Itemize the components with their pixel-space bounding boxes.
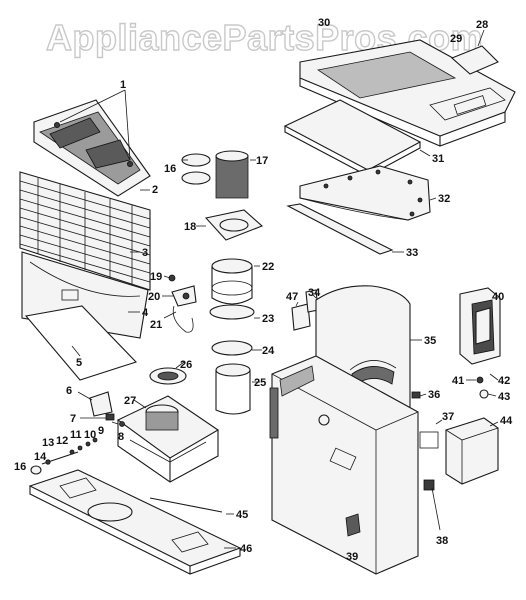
callout-7: 7 bbox=[70, 413, 76, 425]
callout-41: 41 bbox=[452, 375, 464, 387]
part-36-38-housing bbox=[269, 355, 443, 575]
callout-27: 27 bbox=[124, 395, 136, 407]
callout-40: 40 bbox=[492, 291, 504, 303]
part-40-43-gauge bbox=[459, 287, 501, 399]
callout-39: 39 bbox=[346, 551, 358, 563]
callout-31: 31 bbox=[432, 153, 444, 165]
callout-43: 43 bbox=[498, 391, 510, 403]
callout-6: 6 bbox=[66, 385, 72, 397]
part-26-ring bbox=[149, 361, 187, 385]
callout-45: 45 bbox=[236, 509, 248, 521]
callout-8: 8 bbox=[118, 431, 124, 443]
part-27-tank bbox=[116, 395, 220, 483]
part-16-17-burner bbox=[181, 150, 256, 199]
callout-21: 21 bbox=[150, 319, 162, 331]
callout-36: 36 bbox=[428, 389, 440, 401]
callout-4: 4 bbox=[142, 307, 149, 319]
callout-14: 14 bbox=[34, 451, 47, 463]
part-33-bar bbox=[286, 203, 404, 255]
part-28-plate bbox=[450, 29, 499, 75]
callout-16: 16 bbox=[164, 163, 176, 175]
callout-47: 47 bbox=[286, 291, 298, 303]
callout-26: 26 bbox=[180, 359, 192, 371]
callout-17: 17 bbox=[256, 155, 268, 167]
callout-37: 37 bbox=[442, 411, 454, 423]
callout-22: 22 bbox=[262, 261, 274, 273]
callout-35: 35 bbox=[424, 335, 436, 347]
callout-25: 25 bbox=[254, 377, 266, 389]
callout-34: 34 bbox=[308, 287, 321, 299]
part-45-rod bbox=[149, 497, 234, 515]
callout-38: 38 bbox=[436, 535, 448, 547]
part-1-2-top-grille bbox=[33, 89, 151, 197]
part-19-21-hardware bbox=[162, 274, 197, 333]
callout-11: 11 bbox=[70, 429, 82, 441]
part-44-bracket bbox=[445, 417, 499, 485]
callout-23: 23 bbox=[262, 313, 274, 325]
callout-16b: 16 bbox=[14, 461, 26, 473]
part-46-base-tray bbox=[28, 469, 242, 575]
callout-3: 3 bbox=[142, 247, 148, 259]
callout-1: 1 bbox=[120, 79, 126, 91]
part-3-front-grille bbox=[19, 171, 151, 291]
callout-42: 42 bbox=[498, 375, 510, 387]
callout-32: 32 bbox=[438, 193, 450, 205]
callout-5: 5 bbox=[76, 357, 82, 369]
part-24-25-chimney bbox=[211, 340, 262, 415]
watermark-text: AppliancePartsPros.com bbox=[46, 17, 483, 58]
callout-29: 29 bbox=[450, 33, 462, 45]
callout-20: 20 bbox=[148, 291, 160, 303]
part-22-23-drum bbox=[209, 258, 260, 320]
callout-13: 13 bbox=[42, 437, 54, 449]
part-39-clip bbox=[345, 513, 361, 537]
callout-9: 9 bbox=[98, 425, 104, 437]
part-5-shield bbox=[24, 305, 138, 381]
part-6-16-side-hardware bbox=[30, 391, 125, 475]
callout-46: 46 bbox=[240, 543, 252, 555]
callout-12: 12 bbox=[56, 435, 68, 447]
callout-19: 19 bbox=[150, 271, 162, 283]
callout-33: 33 bbox=[406, 247, 418, 259]
callout-labels: 1 2 3 4 5 6 7 8 9 10 11 12 13 14 16 16 1… bbox=[14, 17, 513, 563]
callout-18: 18 bbox=[184, 221, 196, 233]
callout-30: 30 bbox=[318, 17, 330, 29]
callout-28: 28 bbox=[476, 19, 488, 31]
callout-10: 10 bbox=[84, 429, 96, 441]
callout-44: 44 bbox=[500, 415, 513, 427]
part-32-reflector bbox=[299, 165, 437, 221]
part-18-gasket bbox=[196, 209, 264, 241]
callout-2: 2 bbox=[152, 184, 158, 196]
callout-24: 24 bbox=[262, 345, 275, 357]
